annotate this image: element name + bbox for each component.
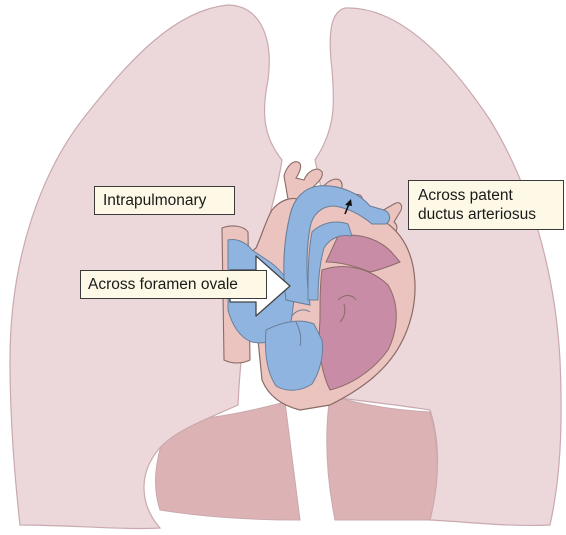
label-patent-ductus-arteriosus: Across patent ductus arteriosus xyxy=(408,180,564,230)
label-intrapulmonary: Intrapulmonary xyxy=(94,186,235,215)
right-lower-lung-shading xyxy=(327,395,438,520)
right-ventricle xyxy=(265,321,322,390)
label-foramen-ovale: Across foramen ovale xyxy=(80,270,267,299)
